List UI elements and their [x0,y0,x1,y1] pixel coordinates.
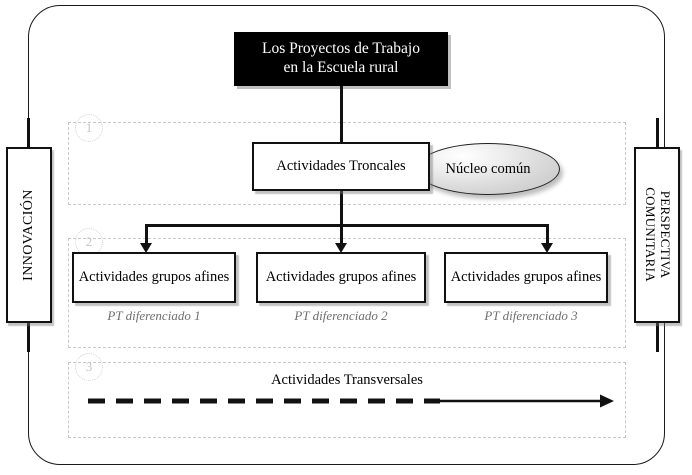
arrowhead-right [541,243,553,253]
side-box-perspectiva-comunitaria-label: PERSPECTIVA COMUNITARIA [642,187,673,283]
node-grupos-afines-1-label: Actividades grupos afines [78,269,230,285]
connector-branch-middle [340,224,343,244]
node-nucleo-comun-label: Núcleo común [445,160,531,177]
frame-stub-left-bottom [27,322,30,352]
phase-region-3 [68,362,626,438]
node-grupos-afines-3: Actividades grupos afines [444,252,608,303]
connector-branch-horizontal [145,224,549,227]
arrowhead-left [140,243,152,253]
title-line-1: Los Proyectos de Trabajo [261,40,420,58]
connector-branch-left [145,224,148,244]
node-grupos-afines-1: Actividades grupos afines [72,252,236,303]
title-line-2: en la Escuela rural [283,59,399,76]
frame-stub-left-top [27,118,30,148]
caption-pt-diferenciado-1: PT diferenciado 1 [107,308,201,323]
node-grupos-afines-2: Actividades grupos afines [256,252,426,303]
phase-badge-3: 3 [75,353,103,381]
connector-branch-right [546,224,549,244]
connector-title-to-troncales [340,86,343,143]
frame-stub-right-top [656,118,659,148]
side-box-innovacion: INNOVACIÓN [6,147,52,323]
node-nucleo-comun: Núcleo común [416,143,560,195]
caption-pt-diferenciado-2: PT diferenciado 2 [294,308,388,323]
node-grupos-afines-2-label: Actividades grupos afines [265,269,417,285]
caption-pt-diferenciado-3: PT diferenciado 3 [484,308,578,323]
connector-troncales-down [340,190,343,226]
side-right-line-2: COMUNITARIA [643,187,659,283]
phase-region-1 [68,122,626,205]
transversal-arrow [88,394,614,408]
arrowhead-middle [335,243,347,253]
node-actividades-troncales: Actividades Troncales [252,142,430,191]
side-box-innovacion-label: INNOVACIÓN [21,189,37,281]
phase-badge-1: 1 [75,114,103,142]
node-actividades-troncales-label: Actividades Troncales [276,158,406,174]
side-right-line-1: PERSPECTIVA [657,191,673,279]
side-box-perspectiva-comunitaria: PERSPECTIVA COMUNITARIA [634,147,680,323]
diagram-title: Los Proyectos de Trabajo en la Escuela r… [234,32,448,86]
phase-region-2 [68,238,626,348]
label-actividades-transversales: Actividades Transversales [271,372,423,388]
node-grupos-afines-3-label: Actividades grupos afines [450,269,602,285]
frame-stub-right-bottom [656,322,659,352]
